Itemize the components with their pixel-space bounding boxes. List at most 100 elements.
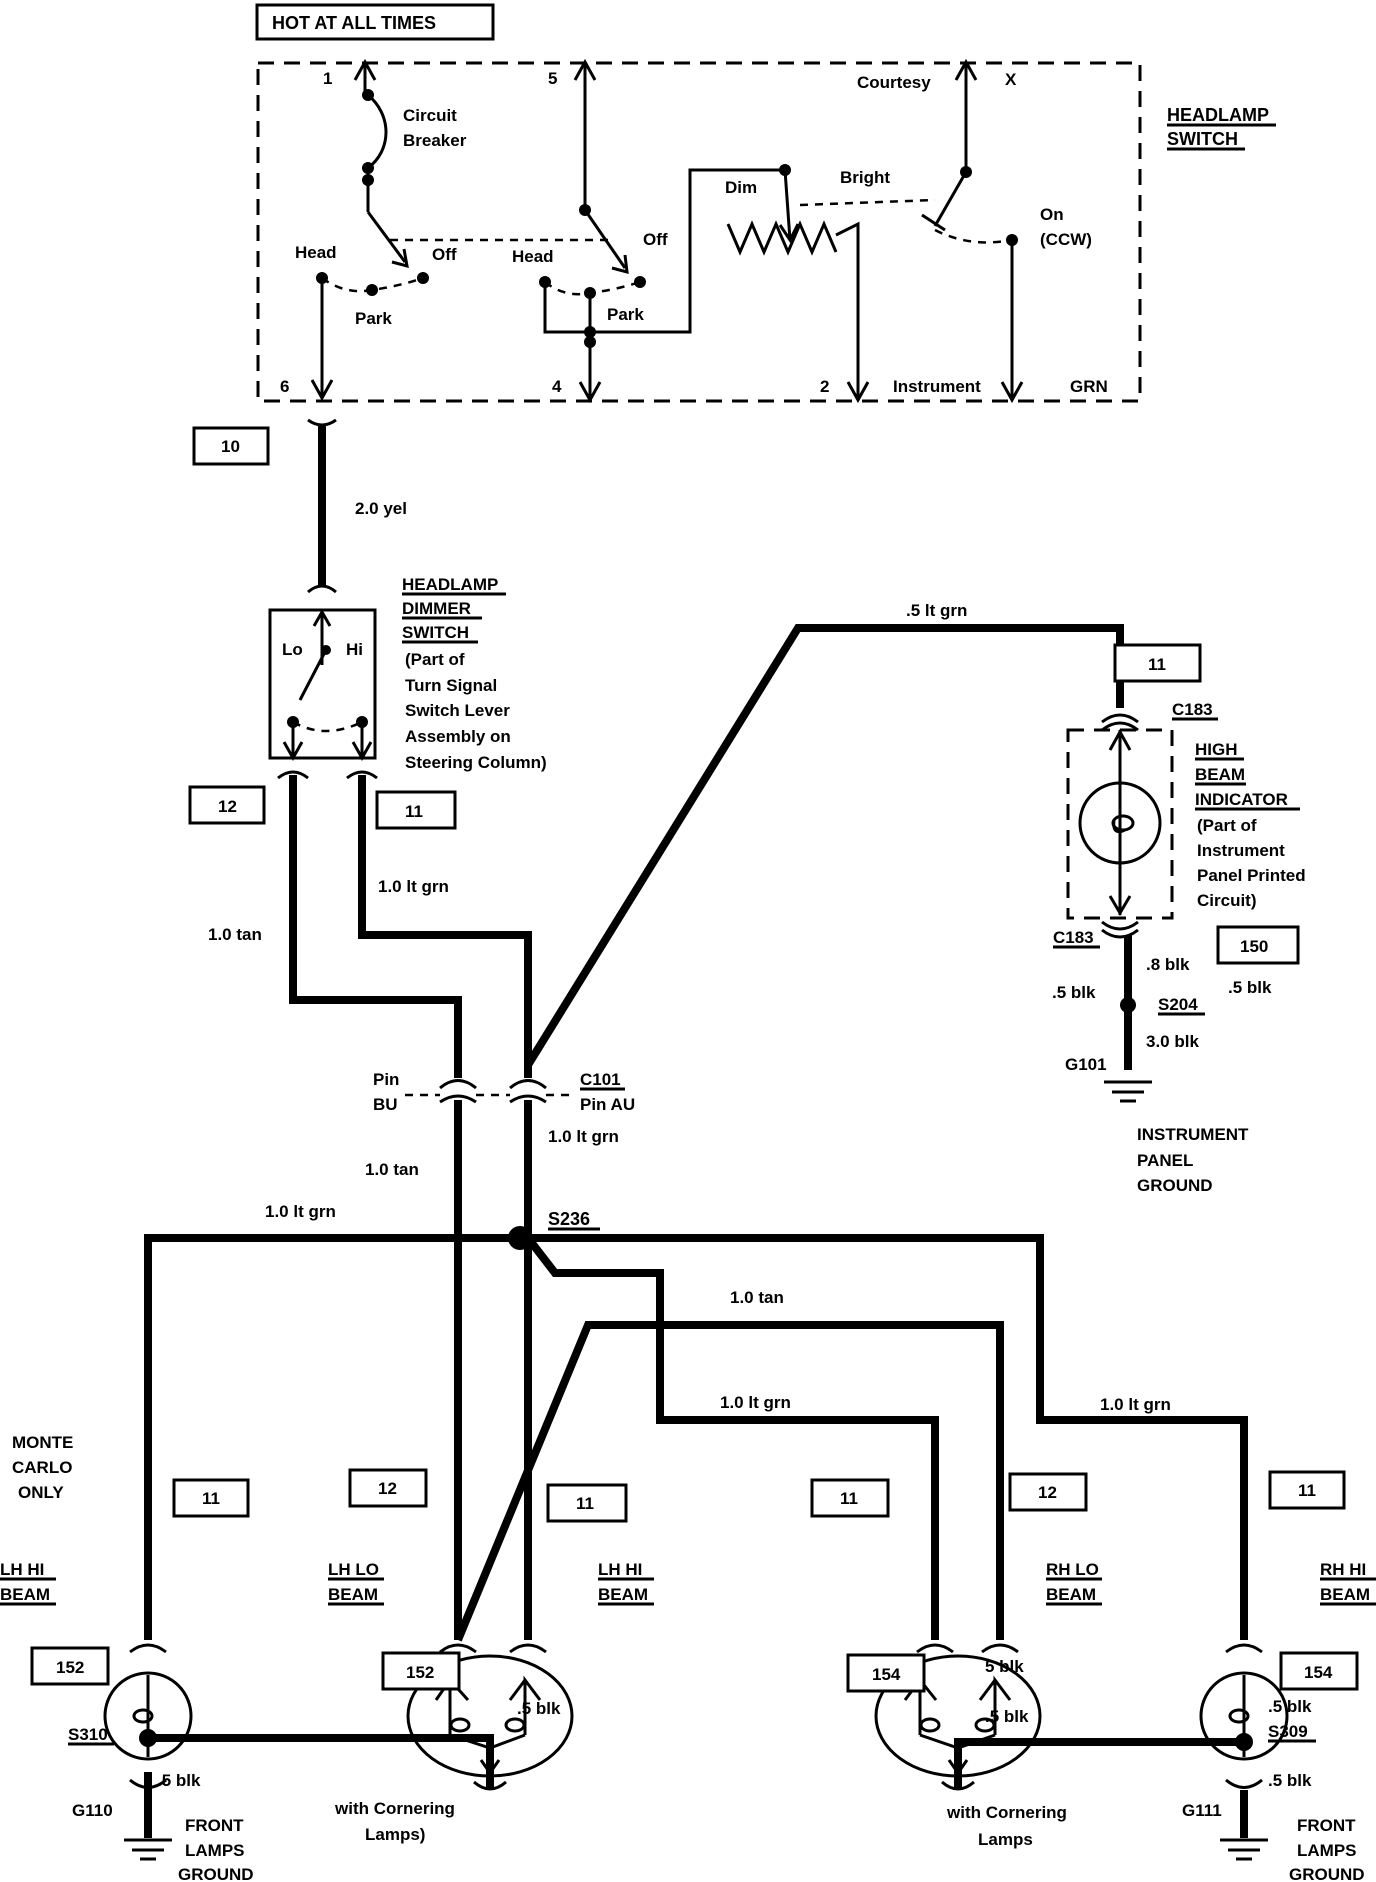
svg-text:.5 lt grn: .5 lt grn — [906, 601, 967, 620]
svg-text:LH HI: LH HI — [0, 1560, 44, 1579]
high-beam-indicator: 11 C183 HIGH BEAM INDICATOR (Part of Ins… — [1052, 643, 1306, 1195]
headlamp-switch: HEADLAMP SWITCH 1 5 6 4 2 Circuit Break — [256, 58, 1276, 404]
svg-text:BEAM: BEAM — [328, 1585, 378, 1604]
svg-text:MONTE: MONTE — [12, 1433, 73, 1452]
svg-text:X: X — [1005, 70, 1017, 89]
svg-text:LAMPS: LAMPS — [1297, 1841, 1357, 1860]
svg-text:5: 5 — [548, 69, 557, 88]
svg-text:LAMPS: LAMPS — [185, 1841, 245, 1860]
svg-text:SWITCH: SWITCH — [1167, 129, 1238, 149]
svg-text:11: 11 — [840, 1489, 858, 1508]
svg-text:BEAM: BEAM — [598, 1585, 648, 1604]
svg-text:Hi: Hi — [346, 640, 363, 659]
svg-text:12: 12 — [1038, 1483, 1057, 1502]
svg-text:LH LO: LH LO — [328, 1560, 379, 1579]
svg-text:(CCW): (CCW) — [1040, 230, 1092, 249]
svg-text:G101: G101 — [1065, 1055, 1107, 1074]
svg-text:11: 11 — [405, 802, 423, 821]
svg-text:Breaker: Breaker — [403, 131, 467, 150]
svg-text:BEAM: BEAM — [1046, 1585, 1096, 1604]
svg-text:BU: BU — [373, 1095, 398, 1114]
c101-connector: Pin BU C101 Pin AU S236 — [373, 1070, 635, 1231]
svg-text:CARLO: CARLO — [12, 1458, 72, 1477]
svg-text:11: 11 — [576, 1494, 594, 1513]
svg-text:GRN: GRN — [1070, 377, 1108, 396]
svg-text:PANEL: PANEL — [1137, 1151, 1193, 1170]
park-switch: Head Off Park — [512, 58, 785, 404]
svg-text:INSTRUMENT: INSTRUMENT — [1137, 1125, 1249, 1144]
svg-text:.8 blk: .8 blk — [1146, 955, 1190, 974]
svg-text:(Part of: (Part of — [1197, 816, 1257, 835]
circuit-breaker: Circuit Breaker Head Off Park — [295, 58, 467, 402]
svg-text:.5 blk: .5 blk — [157, 1771, 201, 1790]
svg-text:Lamps): Lamps) — [365, 1825, 425, 1844]
svg-text:11: 11 — [1298, 1481, 1316, 1500]
svg-text:BEAM: BEAM — [1320, 1585, 1370, 1604]
svg-text:Panel Printed: Panel Printed — [1197, 866, 1306, 885]
svg-text:GROUND: GROUND — [1137, 1176, 1213, 1195]
svg-text:Turn Signal: Turn Signal — [405, 676, 497, 695]
svg-text:152: 152 — [406, 1663, 434, 1682]
svg-text:HEADLAMP: HEADLAMP — [1167, 105, 1269, 125]
svg-text:BEAM: BEAM — [1195, 765, 1245, 784]
svg-text:Assembly on: Assembly on — [405, 727, 511, 746]
svg-text:Courtesy: Courtesy — [857, 73, 931, 92]
svg-text:S236: S236 — [548, 1209, 590, 1229]
svg-text:G110: G110 — [72, 1801, 113, 1820]
svg-text:1: 1 — [323, 69, 332, 88]
svg-text:RH HI: RH HI — [1320, 1560, 1366, 1579]
svg-text:HEADLAMP: HEADLAMP — [402, 575, 498, 594]
svg-text:RH LO: RH LO — [1046, 1560, 1099, 1579]
svg-text:154: 154 — [1304, 1663, 1333, 1682]
svg-text:Head: Head — [512, 247, 554, 266]
svg-text:12: 12 — [218, 797, 237, 816]
svg-text:INDICATOR: INDICATOR — [1195, 790, 1288, 809]
svg-text:Off: Off — [432, 245, 457, 264]
svg-text:Circuit: Circuit — [403, 106, 457, 125]
instrument-dimmer-rheostat: Dim Bright — [725, 164, 936, 404]
wire-yellow-feed: 10 2.0 yel — [192, 418, 407, 594]
svg-text:Circuit): Circuit) — [1197, 891, 1257, 910]
svg-text:S204: S204 — [1158, 995, 1198, 1014]
svg-text:HOT AT ALL TIMES: HOT AT ALL TIMES — [272, 13, 436, 33]
svg-text:GROUND: GROUND — [178, 1865, 254, 1882]
svg-text:Pin AU: Pin AU — [580, 1095, 635, 1114]
svg-text:(Part of: (Part of — [405, 650, 465, 669]
svg-text:SWITCH: SWITCH — [402, 623, 469, 642]
svg-text:1.0 lt grn: 1.0 lt grn — [548, 1127, 619, 1146]
s236-splice — [508, 1226, 532, 1250]
svg-text:Pin: Pin — [373, 1070, 399, 1089]
lamp-lh-hi-monte-carlo: MONTE CARLO ONLY 11 LH HI BEAM — [0, 1433, 250, 1789]
svg-text:4: 4 — [552, 377, 562, 396]
svg-text:1.0 lt grn: 1.0 lt grn — [1100, 1395, 1171, 1414]
left-ground-circuit: 152 152 .5 blk S310 .5 blk G110 FRONT LA… — [30, 1646, 561, 1882]
svg-text:.5 blk: .5 blk — [985, 1707, 1029, 1726]
svg-text:12: 12 — [378, 1479, 397, 1498]
svg-text:1.0 lt grn: 1.0 lt grn — [720, 1393, 791, 1412]
svg-text:3.0 blk: 3.0 blk — [1146, 1032, 1199, 1051]
svg-text:.5 blk: .5 blk — [1268, 1771, 1312, 1790]
svg-text:C101: C101 — [580, 1070, 621, 1089]
svg-text:On: On — [1040, 205, 1064, 224]
svg-text:Head: Head — [295, 243, 337, 262]
svg-text:GROUND: GROUND — [1289, 1865, 1365, 1882]
svg-text:Lamps: Lamps — [978, 1830, 1033, 1849]
svg-text:6: 6 — [280, 377, 289, 396]
headlamp-dimmer-switch: Lo Hi HEADLAMP DIMMER SWITCH (Part of Tu… — [188, 575, 547, 830]
svg-text:2: 2 — [820, 377, 829, 396]
svg-text:S309: S309 — [1268, 1722, 1308, 1741]
svg-text:1.0 lt grn: 1.0 lt grn — [265, 1202, 336, 1221]
courtesy-switch: Courtesy X On (CCW) Instrument GRN — [857, 58, 1108, 404]
svg-text:Lo: Lo — [282, 640, 303, 659]
svg-text:Park: Park — [355, 309, 392, 328]
svg-text:11: 11 — [202, 1489, 220, 1508]
svg-text:152: 152 — [56, 1658, 84, 1677]
svg-text:Instrument: Instrument — [1197, 841, 1285, 860]
svg-text:Dim: Dim — [725, 178, 757, 197]
hot-at-all-times-label: HOT AT ALL TIMES — [255, 3, 495, 41]
svg-text:.5 blk: .5 blk — [1228, 978, 1272, 997]
svg-text:G111: G111 — [1182, 1801, 1222, 1820]
svg-text:FRONT: FRONT — [185, 1816, 244, 1835]
svg-text:HIGH: HIGH — [1195, 740, 1238, 759]
